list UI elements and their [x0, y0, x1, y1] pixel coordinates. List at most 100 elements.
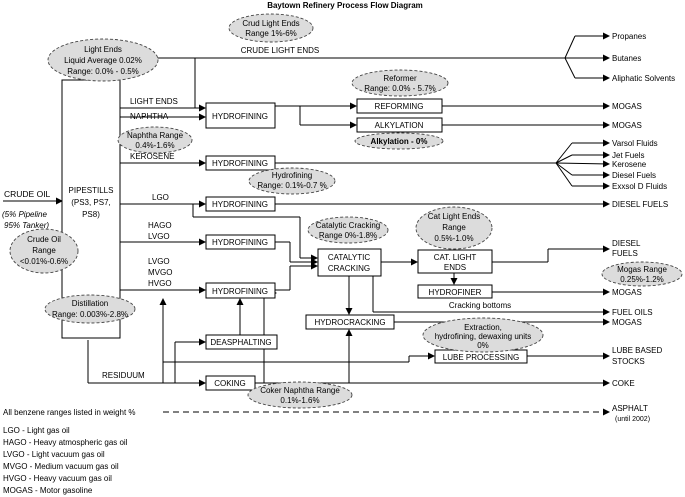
svg-text:hydrofining, dewaxing units: hydrofining, dewaxing units: [435, 332, 532, 341]
hydrofining-unit-vgo: HYDROFINING: [205, 282, 276, 299]
coking-unit: COKING: [205, 375, 256, 391]
range-distillation: Distillation Range: 0.003%-2.8%: [44, 294, 136, 324]
svg-text:ALKYLATION: ALKYLATION: [375, 121, 424, 130]
naphtha-label: NAPHTHA: [130, 112, 169, 121]
svg-text:Range 0%-1.8%: Range 0%-1.8%: [319, 231, 377, 240]
svg-text:0.5%-1.0%: 0.5%-1.0%: [434, 234, 473, 243]
svg-text:(PS3, PS7,: (PS3, PS7,: [71, 198, 111, 207]
lvgo-label-1: LVGO: [148, 232, 170, 241]
svg-text:Alkylation - 0%: Alkylation - 0%: [371, 137, 428, 146]
output-mogas-3: MOGAS: [612, 288, 642, 297]
cracking-bottoms-label: Cracking bottoms: [449, 301, 511, 310]
svg-text:Range: 0.003%-2.8%: Range: 0.003%-2.8%: [52, 310, 128, 319]
svg-text:Range: 0.1%-0.7 %: Range: 0.1%-0.7 %: [257, 181, 326, 190]
svg-text:0.25%-1.2%: 0.25%-1.2%: [620, 275, 664, 284]
light-ends-label: LIGHT ENDS: [130, 97, 178, 106]
range-alkylation: Alkylation - 0%: [354, 132, 444, 150]
range-catalytic-cracking: Catalytic Cracking Range 0%-1.8%: [307, 216, 389, 244]
residuum-label: RESIDUUM: [102, 371, 145, 380]
deasphalting-unit: DEASPHALTING: [205, 334, 278, 350]
abbreviation-legend: LGO - Light gas oil HAGO - Heavy atmosph…: [3, 425, 128, 497]
output-propanes: Propanes: [612, 32, 646, 41]
output-jet-fuels: Jet Fuels: [612, 151, 644, 160]
svg-text:Liquid Average 0.02%: Liquid Average 0.02%: [64, 56, 142, 65]
legend-item: LGO - Light gas oil: [3, 426, 70, 435]
svg-text:HYDROFINING: HYDROFINING: [212, 200, 268, 209]
svg-text:HYDROCRACKING: HYDROCRACKING: [314, 318, 385, 327]
tanker-note: 95% Tanker): [4, 221, 49, 230]
svg-text:DEASPHALTING: DEASPHALTING: [210, 338, 271, 347]
hydrofining-unit-hago: HYDROFINING: [205, 234, 276, 250]
output-mogas-4: MOGAS: [612, 318, 642, 327]
output-diesel-fuels-2b: FUELS: [612, 249, 638, 258]
output-labels: Propanes Butanes Aliphatic Solvents MOGA…: [612, 32, 675, 423]
range-coker-naphtha: Coker Naphtha Range 0.1%-1.6%: [247, 381, 353, 409]
output-kerosene: Kerosene: [612, 160, 647, 169]
svg-text:PS8): PS8): [82, 210, 100, 219]
mvgo-label: MVGO: [148, 268, 172, 277]
svg-text:HYDROFINING: HYDROFINING: [212, 238, 268, 247]
svg-text:REFORMING: REFORMING: [375, 102, 424, 111]
svg-text:Range: 0.0% - 5.7%: Range: 0.0% - 5.7%: [364, 84, 436, 93]
svg-text:Reformer: Reformer: [383, 74, 417, 83]
catalytic-cracking-unit: CATALYTIC CRACKING: [317, 248, 382, 277]
crude-light-ends-label: CRUDE LIGHT ENDS: [241, 46, 320, 55]
svg-text:Range: 0.0% - 0.5%: Range: 0.0% - 0.5%: [67, 67, 139, 76]
range-reformer: Reformer Range: 0.0% - 5.7%: [351, 69, 449, 97]
footnote: All benzene ranges listed in weight %: [3, 408, 136, 417]
output-asphalt: ASPHALT: [612, 404, 648, 413]
output-mogas-1: MOGAS: [612, 102, 642, 111]
svg-text:Catalytic Cracking: Catalytic Cracking: [316, 221, 380, 230]
legend-item: LVGO - Light vacuum gas oil: [3, 450, 105, 459]
range-naphtha: Naphtha Range 0.4%-1.6%: [117, 126, 193, 154]
hvgo-label: HVGO: [148, 279, 172, 288]
svg-text:CATALYTIC: CATALYTIC: [328, 253, 370, 262]
range-hydrofining: Hydrofining Range: 0.1%-0.7 %: [248, 167, 336, 195]
svg-text:HYDROFINER: HYDROFINER: [429, 288, 482, 297]
svg-text:0.4%-1.6%: 0.4%-1.6%: [135, 141, 174, 150]
svg-text:HYDROFINING: HYDROFINING: [212, 287, 268, 296]
legend-item: MOGAS - Motor gasoline: [3, 486, 93, 495]
svg-text:LUBE PROCESSING: LUBE PROCESSING: [443, 353, 519, 362]
range-crude-oil: Crude Oil Range <0.01%-0.6%: [9, 228, 79, 274]
stream-labels: CRUDE LIGHT ENDS LIGHT ENDS NAPHTHA KERO…: [102, 46, 511, 380]
hydrofining-unit-kerosene: HYDROFINING: [205, 155, 276, 171]
output-diesel-fuels-small: Diesel Fuels: [612, 171, 656, 180]
legend-item: HVGO - Heavy vacuum gas oil: [3, 474, 112, 483]
svg-text:Cat Light Ends: Cat Light Ends: [428, 212, 480, 221]
cat-light-ends-unit: CAT. LIGHT ENDS: [417, 249, 493, 274]
svg-text:<0.01%-0.6%: <0.01%-0.6%: [20, 257, 68, 266]
svg-text:Range: Range: [32, 246, 56, 255]
svg-text:0%: 0%: [477, 341, 489, 350]
svg-text:COKING: COKING: [214, 379, 246, 388]
svg-text:ENDS: ENDS: [444, 263, 466, 272]
pipestills-unit: PIPESTILLS (PS3, PS7, PS8): [61, 79, 121, 339]
svg-text:Light Ends: Light Ends: [84, 45, 122, 54]
svg-text:Crud Light Ends: Crud Light Ends: [242, 19, 299, 28]
output-diesel-fuels-2a: DIESEL: [612, 239, 641, 248]
svg-text:Range 1%-6%: Range 1%-6%: [245, 29, 297, 38]
svg-text:CAT. LIGHT: CAT. LIGHT: [434, 253, 477, 262]
output-lube-based-stocks-a: LUBE BASED: [612, 346, 662, 355]
lgo-label: LGO: [152, 193, 169, 202]
legend-item: MVGO - Medium vacuum gas oil: [3, 462, 119, 471]
range-crud-light-ends: Crud Light Ends Range 1%-6%: [228, 13, 314, 43]
reforming-unit: REFORMING: [356, 98, 443, 114]
svg-text:Coker Naphtha Range: Coker Naphtha Range: [260, 386, 340, 395]
svg-text:PIPESTILLS: PIPESTILLS: [69, 186, 114, 195]
crude-input: CRUDE OIL (5% Pipeline 95% Tanker): [2, 189, 51, 230]
output-coke: COKE: [612, 379, 635, 388]
hydrofining-unit-naphtha: HYDROFINING: [205, 102, 276, 129]
output-asphalt-note: (until 2002): [615, 416, 650, 423]
hydrofining-unit-lgo: HYDROFINING: [205, 196, 276, 212]
output-lube-based-stocks-b: STOCKS: [612, 357, 645, 366]
output-varsol-fluids: Varsol Fluids: [612, 139, 658, 148]
range-cat-light-ends: Cat Light Ends Range 0.5%-1.0%: [415, 206, 493, 250]
legend-item: HAGO - Heavy atmospheric gas oil: [3, 438, 128, 447]
hydrocracking-unit: HYDROCRACKING: [305, 314, 395, 330]
svg-text:Naphtha Range: Naphtha Range: [127, 131, 184, 140]
range-mogas: Mogas Range 0.25%-1.2%: [601, 261, 683, 287]
alkylation-unit: ALKYLATION: [356, 117, 443, 133]
pipeline-note: (5% Pipeline: [2, 210, 47, 219]
